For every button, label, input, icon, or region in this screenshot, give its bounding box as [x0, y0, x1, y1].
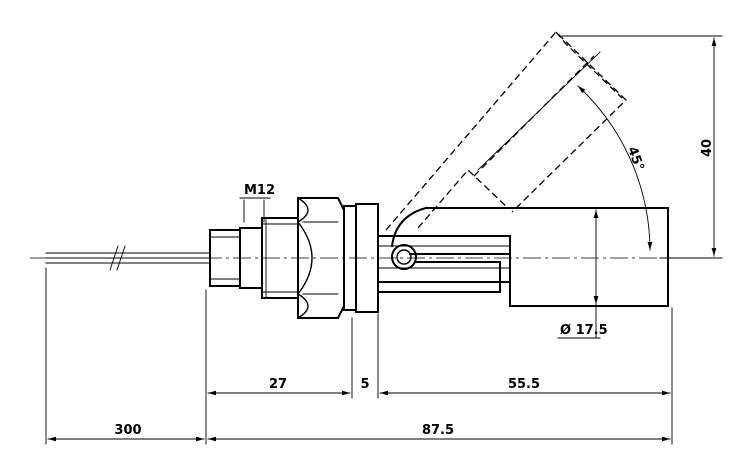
dim-row-lower: 300 87.5: [47, 423, 671, 442]
dim-label-27: 27: [269, 377, 287, 392]
pivot: [391, 244, 417, 270]
dim-tilt-height: 40: [561, 35, 723, 259]
dim-thread: M12: [239, 183, 275, 223]
dim-label-300: 300: [114, 423, 141, 438]
dim-label-diameter: Ø 17.5: [560, 323, 608, 338]
dim-label-55-5: 55.5: [508, 377, 540, 392]
dim-label-87-5: 87.5: [422, 423, 454, 438]
dim-tilt-angle: 45°: [477, 51, 653, 251]
cable: [45, 245, 211, 271]
float-tilted-outline: [385, 31, 627, 231]
dim-float-diameter: Ø 17.5: [557, 209, 608, 339]
dim-label-m12: M12: [244, 183, 275, 198]
float-body: [377, 206, 669, 307]
extension-lines: [45, 267, 673, 445]
dim-label-45: 45°: [624, 145, 647, 173]
dim-label-5: 5: [360, 377, 369, 392]
dim-label-40: 40: [700, 139, 715, 157]
flange: [343, 203, 379, 313]
dim-row-upper: 27 5 55.5: [207, 377, 671, 396]
